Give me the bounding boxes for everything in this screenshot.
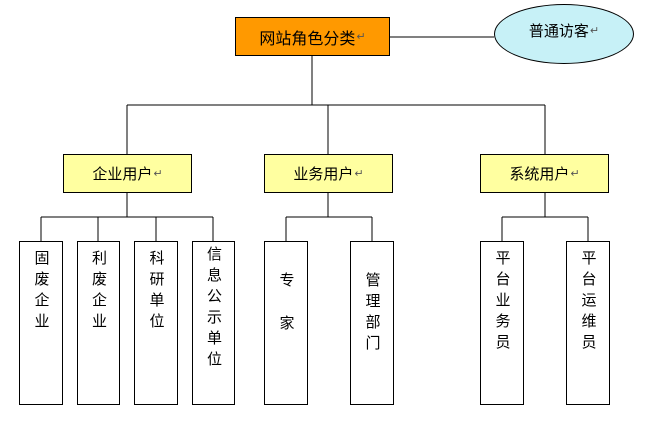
leaf-label: 管理部门	[363, 272, 382, 356]
return-mark-icon: ↵	[570, 167, 580, 180]
leaf-node: 固废企业	[19, 241, 63, 405]
leaf-label: 平台业务员	[493, 250, 512, 355]
leaf-node: 平台业务员	[480, 241, 524, 405]
visitor-node: 普通访客↵	[494, 4, 634, 64]
leaf-label: 固废企业	[32, 250, 51, 334]
leaf-label: 专家	[277, 272, 296, 358]
root-label: 网站角色分类	[259, 28, 356, 48]
leaf-label: 平台运维员	[579, 250, 598, 355]
group-node-business: 业务用户↵	[264, 154, 393, 193]
leaf-node: 管理部门	[350, 241, 394, 405]
group-label: 业务用户	[293, 165, 354, 183]
return-mark-icon: ↵	[356, 30, 366, 43]
leaf-node: 利废企业	[77, 241, 120, 405]
leaf-node: 平台运维员	[566, 241, 610, 405]
leaf-label: 利废企业	[90, 250, 108, 334]
root-node: 网站角色分类↵	[235, 17, 390, 56]
return-mark-icon: ↵	[354, 167, 364, 180]
leaf-label: 科研单位	[147, 250, 166, 334]
group-label: 企业用户	[92, 165, 153, 183]
leaf-label: 信息公示单位	[205, 246, 223, 372]
group-label: 系统用户	[509, 165, 570, 183]
leaf-node: 科研单位	[134, 241, 178, 405]
leaf-node: 专家	[264, 241, 308, 405]
group-node-enterprise: 企业用户↵	[63, 154, 192, 193]
visitor-label: 普通访客	[528, 21, 589, 40]
return-mark-icon: ↵	[153, 167, 163, 180]
group-node-system: 系统用户↵	[480, 154, 609, 193]
return-mark-icon: ↵	[589, 23, 600, 37]
leaf-node: 信息公示单位	[192, 241, 235, 405]
